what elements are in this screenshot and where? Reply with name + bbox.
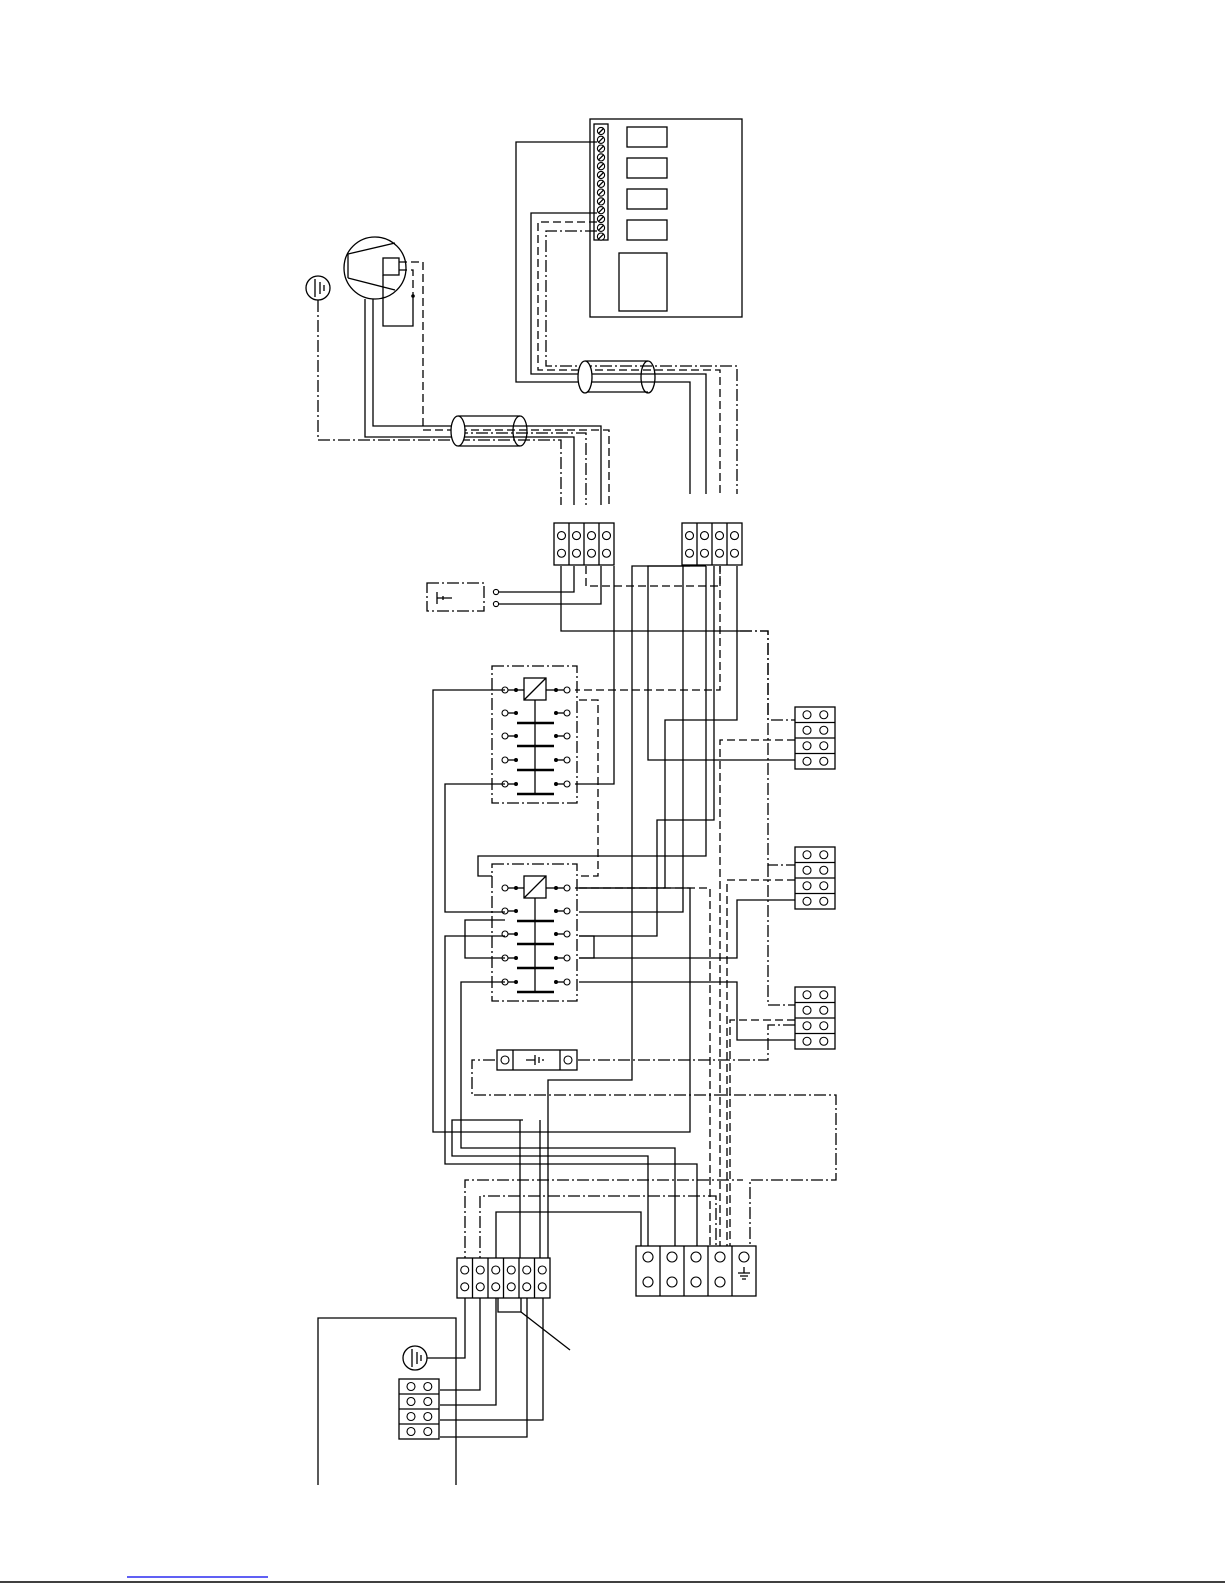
grounding-bus bbox=[636, 1246, 756, 1296]
terminal-screw bbox=[476, 1283, 484, 1291]
terminal-screw bbox=[603, 532, 611, 540]
fuse-holder bbox=[497, 1050, 577, 1070]
terminal-screw bbox=[603, 549, 611, 557]
terminal-block-right-1 bbox=[795, 707, 835, 769]
terminal-screw bbox=[573, 532, 581, 540]
terminal-block-service bbox=[399, 1379, 439, 1439]
display-window-2 bbox=[627, 158, 667, 178]
display-window-3 bbox=[627, 189, 667, 209]
terminal-block-right-3 bbox=[795, 987, 835, 1049]
terminal-screw bbox=[558, 549, 566, 557]
shielded-cable-1 bbox=[451, 416, 527, 446]
terminal-screw bbox=[716, 532, 724, 540]
terminal-screw bbox=[588, 532, 596, 540]
motor bbox=[344, 237, 406, 299]
terminal-block-bottom-left bbox=[457, 1258, 550, 1298]
terminal-screw bbox=[701, 532, 709, 540]
terminal-screw bbox=[523, 1283, 531, 1291]
display-window-4 bbox=[627, 220, 667, 240]
terminal-screw bbox=[492, 1266, 500, 1274]
display-window-1 bbox=[627, 127, 667, 147]
terminal-screw bbox=[686, 532, 694, 540]
terminal-screw bbox=[507, 1283, 515, 1291]
terminal-screw bbox=[701, 549, 709, 557]
terminal-screw bbox=[731, 549, 739, 557]
terminal-block-upper-left bbox=[554, 523, 614, 565]
controller-panel bbox=[590, 119, 742, 317]
terminal-screw bbox=[716, 549, 724, 557]
ground-icon bbox=[306, 276, 330, 300]
terminal-screw bbox=[573, 549, 581, 557]
power-module bbox=[619, 253, 667, 311]
terminal-screw bbox=[523, 1266, 531, 1274]
terminal-block-upper-right bbox=[682, 523, 742, 565]
terminal-screw bbox=[492, 1283, 500, 1291]
terminal-block-right-2 bbox=[795, 847, 835, 909]
terminal-screw bbox=[476, 1266, 484, 1274]
terminal-screw bbox=[731, 532, 739, 540]
terminal-screw bbox=[538, 1266, 546, 1274]
terminal-screw bbox=[538, 1283, 546, 1291]
terminal-screw bbox=[588, 549, 596, 557]
relay-2 bbox=[492, 864, 577, 1001]
terminal-screw bbox=[507, 1266, 515, 1274]
ground-icon-bottom bbox=[403, 1346, 427, 1370]
terminal-screw bbox=[461, 1283, 469, 1291]
terminal-screw bbox=[686, 549, 694, 557]
terminal-screw bbox=[558, 532, 566, 540]
relay-1 bbox=[492, 666, 577, 803]
terminal-screw bbox=[461, 1266, 469, 1274]
switch-box bbox=[427, 566, 601, 611]
